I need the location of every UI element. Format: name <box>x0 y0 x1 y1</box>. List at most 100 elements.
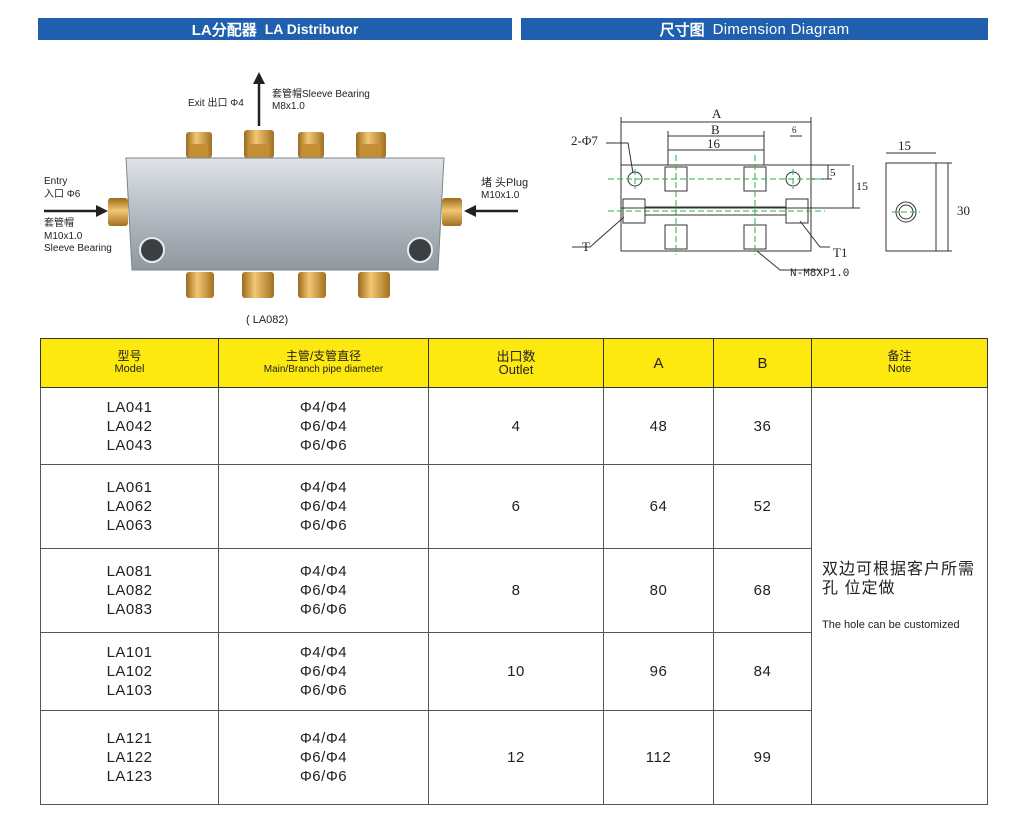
pipe-cell: Φ4/Φ4 Φ6/Φ4 Φ6/Φ6 <box>218 548 429 633</box>
pipe-size: Φ6/Φ6 <box>299 517 348 534</box>
dimension-diagram: A B 16 6 2-Φ7 5 15 T T1 N-M8XP1.0 15 30 <box>571 106 970 280</box>
outlet-cell: 12 <box>428 710 604 805</box>
table-row: LA081 LA082 LA083 Φ4/Φ4 Φ6/Φ4 Φ6/Φ6 8 80… <box>40 548 988 633</box>
model-name: LA081 <box>106 563 153 580</box>
col-model-en: Model <box>114 363 145 375</box>
pipe-size: Φ6/Φ4 <box>299 749 348 766</box>
col-outlet-en: Outlet <box>498 362 534 377</box>
sleeve-left-size: M10x1.0 <box>44 231 83 242</box>
b-cell: 52 <box>713 464 812 549</box>
sleeve-top-label: 套管帽Sleeve Bearing <box>272 89 370 100</box>
entry-arrow <box>44 205 108 217</box>
pipe-size: Φ6/Φ6 <box>299 601 348 618</box>
pipe-size: Φ4/Φ4 <box>299 644 348 661</box>
label-t: T <box>582 239 590 254</box>
model-name: LA103 <box>106 682 153 699</box>
note-cell: 双边可根据客户所需孔 位定做 The hole can be customize… <box>811 387 988 805</box>
col-pipe: 主管/支管直径 Main/Branch pipe diameter <box>218 338 429 388</box>
plug-size: M10x1.0 <box>481 190 520 201</box>
plug-label: 堵 头Plug <box>481 177 529 189</box>
dim-a: A <box>712 106 722 121</box>
pipe-size: Φ4/Φ4 <box>299 563 348 580</box>
product-caption: ( LA082) <box>246 314 289 326</box>
hole-label: 2-Φ7 <box>571 133 598 148</box>
entry-label: Entry <box>44 176 68 187</box>
bottom-fittings <box>186 272 390 298</box>
model-name: LA082 <box>106 582 153 599</box>
col-b: B <box>713 338 812 388</box>
model-name: LA122 <box>106 749 153 766</box>
col-pipe-cn: 主管/支管直径 <box>285 349 362 363</box>
pipe-size: Φ6/Φ4 <box>299 417 348 435</box>
model-name: LA062 <box>106 498 153 515</box>
dim-b: B <box>711 122 720 137</box>
model-name: LA102 <box>106 663 153 680</box>
model-name: LA063 <box>106 517 153 534</box>
sleeve-top-size: M8x1.0 <box>272 101 305 112</box>
model-name: LA101 <box>106 644 153 661</box>
distributor-header: LA分配器 LA Distributor <box>38 18 512 40</box>
dimension-header-cn: 尺寸图 <box>659 21 705 39</box>
pipe-cell: Φ4/Φ4 Φ6/Φ4 Φ6/Φ6 <box>218 710 429 805</box>
model-cell: LA061 LA062 LA063 <box>40 464 219 549</box>
b-cell: 99 <box>713 710 812 805</box>
dim-5: 5 <box>830 167 836 179</box>
model-cell: LA041 LA042 LA043 <box>40 387 219 465</box>
pipe-cell: Φ4/Φ4 Φ6/Φ4 Φ6/Φ6 <box>218 387 429 465</box>
a-cell: 96 <box>603 632 714 711</box>
col-model: 型号 Model <box>40 338 219 388</box>
table-row: LA121 LA122 LA123 Φ4/Φ4 Φ6/Φ4 Φ6/Φ6 12 1… <box>40 710 988 805</box>
model-name: LA061 <box>106 479 153 496</box>
model-name: LA123 <box>106 768 153 785</box>
col-note: 备注 Note <box>811 338 988 388</box>
a-cell: 112 <box>603 710 714 805</box>
model-name: LA121 <box>106 730 153 747</box>
sleeve-left-label: 套管帽 <box>44 218 74 229</box>
model-name: LA083 <box>106 601 153 618</box>
pipe-size: Φ4/Φ4 <box>299 398 348 416</box>
side-height: 30 <box>957 203 970 218</box>
distributor-header-en: LA Distributor <box>264 21 359 37</box>
dimension-header-en: Dimension Diagram <box>712 20 850 38</box>
note-cn: 双边可根据客户所需孔 位定做 <box>822 561 976 597</box>
a-cell: 48 <box>603 387 714 465</box>
note-en: The hole can be customized <box>822 619 960 631</box>
b-cell: 84 <box>713 632 812 711</box>
distributor-product-image <box>44 72 518 298</box>
model-cell: LA121 LA122 LA123 <box>40 710 219 805</box>
dim-16: 16 <box>707 136 721 151</box>
table-header-row: 型号 Model 主管/支管直径 Main/Branch pipe diamet… <box>40 338 988 388</box>
pipe-size: Φ4/Φ4 <box>299 479 348 496</box>
exit-label: Exit 出口 Φ4 <box>188 98 244 109</box>
distributor-header-cn: LA分配器 <box>191 21 257 39</box>
table-row: LA041 LA042 LA043 Φ4/Φ4 Φ6/Φ4 Φ6/Φ6 4 48… <box>40 387 988 805</box>
plug-arrow <box>464 205 518 217</box>
outlet-cell: 6 <box>428 464 604 549</box>
pipe-size: Φ6/Φ6 <box>299 436 348 454</box>
pipe-size: Φ6/Φ4 <box>299 582 348 599</box>
col-pipe-en: Main/Branch pipe diameter <box>263 364 384 375</box>
pipe-size: Φ4/Φ4 <box>299 730 348 747</box>
b-cell: 68 <box>713 548 812 633</box>
outlet-cell: 10 <box>428 632 604 711</box>
dimension-header: 尺寸图 Dimension Diagram <box>521 18 988 40</box>
model-cell: LA101 LA102 LA103 <box>40 632 219 711</box>
model-cell: LA081 LA082 LA083 <box>40 548 219 633</box>
pipe-size: Φ6/Φ4 <box>299 663 348 680</box>
exit-arrow <box>253 72 265 126</box>
side-width: 15 <box>898 138 911 153</box>
dim-15-vertical: 15 <box>856 179 868 193</box>
table-row: LA101 LA102 LA103 Φ4/Φ4 Φ6/Φ4 Φ6/Φ6 10 9… <box>40 632 988 711</box>
outlet-cell: 4 <box>428 387 604 465</box>
thread-label: N-M8XP1.0 <box>790 268 849 280</box>
model-name: LA041 <box>106 398 153 416</box>
spec-table: 型号 Model 主管/支管直径 Main/Branch pipe diamet… <box>40 338 988 805</box>
pipe-size: Φ6/Φ6 <box>299 682 348 699</box>
dim-6-top: 6 <box>792 125 797 135</box>
col-note-cn: 备注 <box>887 349 912 363</box>
col-outlet-cn: 出口数 <box>496 349 536 364</box>
sleeve-left-en: Sleeve Bearing <box>44 243 112 254</box>
pipe-cell: Φ4/Φ4 Φ6/Φ4 Φ6/Φ6 <box>218 632 429 711</box>
model-name: LA043 <box>106 436 153 454</box>
pipe-size: Φ6/Φ6 <box>299 768 348 785</box>
